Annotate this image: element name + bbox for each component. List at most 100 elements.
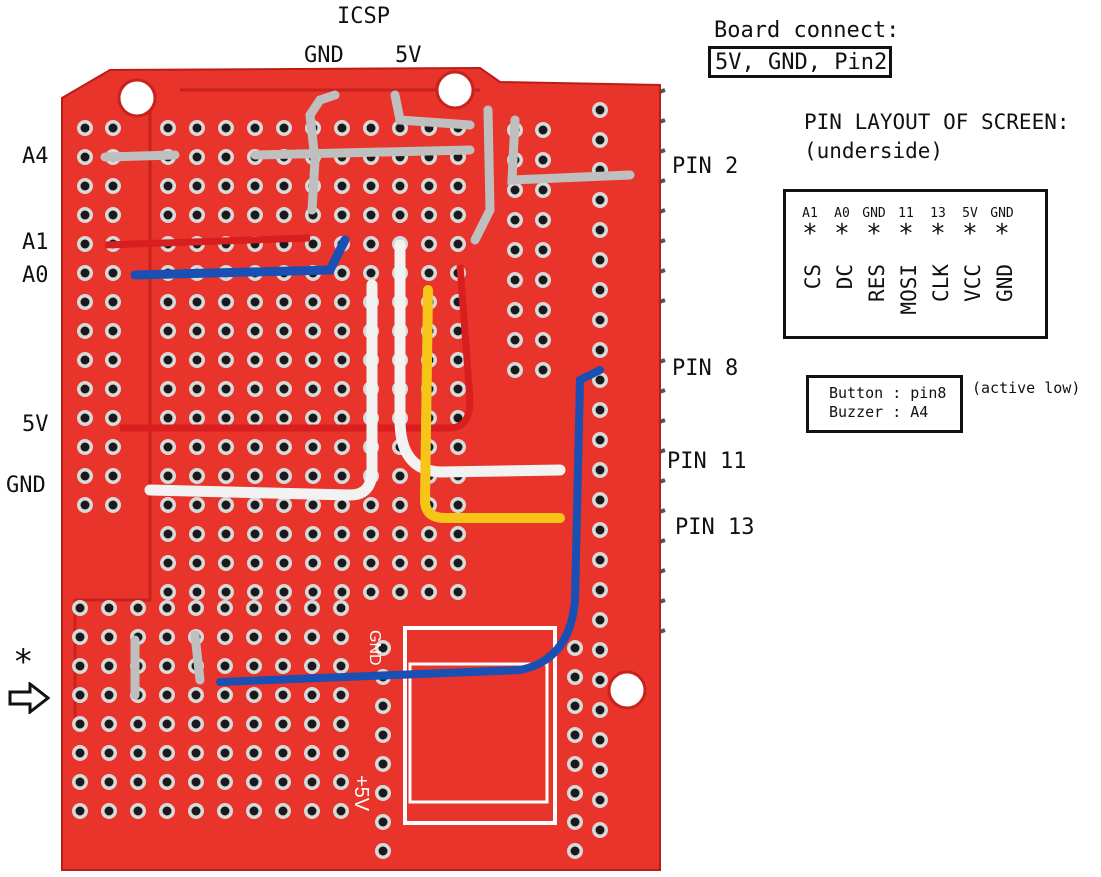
hole: [337, 587, 347, 597]
hole: [595, 435, 605, 445]
hole: [192, 210, 202, 220]
hole: [538, 185, 548, 195]
hole: [595, 315, 605, 325]
screen-pin-4: 11*MOSI: [892, 206, 921, 315]
hole: [162, 806, 172, 816]
label-pin11: PIN 11: [667, 449, 747, 474]
hole: [221, 558, 231, 568]
hole: [453, 413, 463, 423]
button-buzzer-box: Button : pin8 Buzzer : A4: [806, 375, 963, 433]
hole: [336, 748, 346, 758]
hole: [595, 795, 605, 805]
hole: [538, 125, 548, 135]
hole: [250, 500, 260, 510]
hole: [108, 471, 118, 481]
screen-pin-1: A1*CS: [796, 206, 825, 289]
hole: [424, 268, 434, 278]
hole: [220, 690, 230, 700]
screen-pin-name: CS: [801, 264, 825, 290]
wire-blue-8: [216, 366, 604, 686]
hole: [570, 788, 580, 798]
hole: [538, 245, 548, 255]
hole: [192, 123, 202, 133]
hole: [595, 285, 605, 295]
hole: [192, 413, 202, 423]
hole: [366, 558, 376, 568]
hole: [366, 587, 376, 597]
hole: [538, 275, 548, 285]
screen-layout-heading: PIN LAYOUT OF SCREEN:: [804, 110, 1070, 134]
hole: [80, 326, 90, 336]
hole: [221, 181, 231, 191]
hole: [337, 558, 347, 568]
hole: [308, 587, 318, 597]
hole: [249, 690, 259, 700]
hole: [279, 326, 289, 336]
hole: [250, 529, 260, 539]
hole: [308, 442, 318, 452]
hole: [104, 748, 114, 758]
hole: [308, 471, 318, 481]
screen-pin-star: *: [898, 219, 914, 249]
wire-red-5v: [120, 264, 474, 432]
hole: [249, 719, 259, 729]
hole: [279, 529, 289, 539]
hole: [337, 210, 347, 220]
hole: [336, 806, 346, 816]
label-pin8: PIN 8: [672, 356, 739, 381]
hole: [337, 500, 347, 510]
hole: [337, 355, 347, 365]
hole: [108, 500, 118, 510]
hole: [104, 690, 114, 700]
hole: [378, 817, 388, 827]
hole: [108, 384, 118, 394]
hole: [395, 210, 405, 220]
screen-pin-star: *: [962, 219, 978, 249]
hole: [163, 500, 173, 510]
hole: [337, 384, 347, 394]
hole: [278, 603, 288, 613]
hole: [221, 442, 231, 452]
wire-white-gnd: [144, 279, 378, 501]
screen-pin-7: GND*GND: [988, 206, 1017, 302]
hole: [249, 777, 259, 787]
hole: [80, 268, 90, 278]
hole: [191, 719, 201, 729]
hole: [336, 603, 346, 613]
screen-pin-name: VCC: [961, 264, 985, 302]
hole: [249, 661, 259, 671]
wire-blue-a0: [130, 235, 350, 280]
hole: [250, 326, 260, 336]
hole: [395, 471, 405, 481]
hole: [221, 384, 231, 394]
hole: [595, 735, 605, 745]
screen-pin-number: GND: [990, 206, 1014, 221]
hole: [307, 777, 317, 787]
hole: [221, 210, 231, 220]
hole: [366, 239, 376, 249]
hole: [538, 155, 548, 165]
hole: [453, 355, 463, 365]
hole: [279, 500, 289, 510]
hole: [163, 210, 173, 220]
hole: [220, 719, 230, 729]
hole: [162, 603, 172, 613]
hole: [163, 181, 173, 191]
hole: [279, 558, 289, 568]
hole: [424, 210, 434, 220]
hole: [221, 152, 231, 162]
hole: [75, 632, 85, 642]
hole: [75, 690, 85, 700]
hole: [80, 210, 90, 220]
hole: [75, 748, 85, 758]
hole: [249, 632, 259, 642]
buzzer-line: Buzzer : A4: [829, 403, 929, 421]
hole: [336, 719, 346, 729]
screen-pin-number: A0: [834, 206, 850, 221]
hole: [279, 384, 289, 394]
hole: [191, 603, 201, 613]
hole: [191, 806, 201, 816]
hole: [510, 365, 520, 375]
hole: [337, 297, 347, 307]
